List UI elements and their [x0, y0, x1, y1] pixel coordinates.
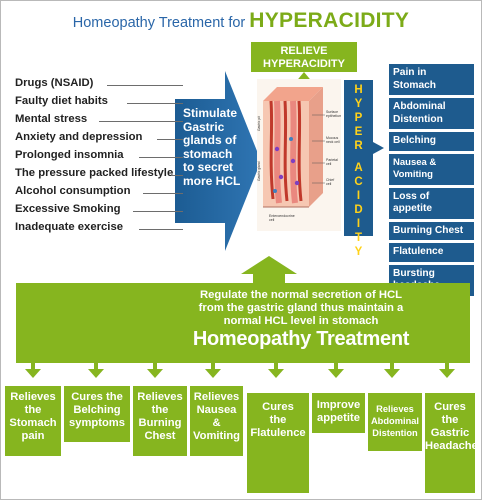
- label-surface: Surface: [326, 110, 338, 114]
- relieve-hyperacidity-box: RELIEVE HYPERACIDITY: [251, 42, 357, 72]
- stimulate-text: Stimulate Gastric glands of stomach to s…: [183, 106, 241, 188]
- title-highlight: HYPERACIDITY: [249, 9, 410, 32]
- label-epithelium: epithelium: [326, 114, 341, 118]
- treatment-up-arrow-icon: [241, 256, 297, 286]
- down-arrow-icon: [439, 369, 455, 378]
- symptom-item: Flatulence: [389, 243, 474, 262]
- gastric-gland-illustration: Surface epithelium Mucous neck cell Pari…: [257, 79, 341, 231]
- cause-item: Inadequate exercise: [15, 221, 183, 239]
- page-title: Homeopathy Treatment for HYPERACIDITY: [1, 9, 481, 33]
- down-arrow-icon: [384, 369, 400, 378]
- label-mucous: Mucous: [326, 136, 339, 140]
- label-gastric-gland: Gastric gland: [257, 161, 261, 181]
- cause-item: Excessive Smoking: [15, 203, 183, 221]
- label-enteroendocrine: Enteroendocrine: [269, 214, 295, 218]
- symptom-item: Belching: [389, 132, 474, 151]
- cause-item: Alcohol consumption: [15, 185, 183, 203]
- relieve-line-1: RELIEVE: [280, 45, 328, 57]
- down-arrow-icon: [268, 369, 284, 378]
- down-arrow-icon: [147, 369, 163, 378]
- cause-item: The pressure packed lifestyle: [15, 167, 183, 185]
- cause-item: Prolonged insomnia: [15, 149, 183, 167]
- symptom-item: Nausea & Vomiting: [389, 153, 474, 185]
- down-arrow-icon: [25, 369, 41, 378]
- label-parietal: Parietal: [326, 158, 338, 162]
- hyper-acidity-bar: H Y P E R A C I D I T Y: [344, 80, 373, 258]
- causes-list: Drugs (NSAID) Faulty diet habits Mental …: [15, 77, 183, 239]
- cause-item: Mental stress: [15, 113, 183, 131]
- cause-item: Anxiety and depression: [15, 131, 183, 149]
- treatment-box: [16, 283, 470, 363]
- label-chief: Chief: [326, 178, 334, 182]
- cause-item: Faulty diet habits: [15, 95, 183, 113]
- symptom-item: Pain in Stomach: [389, 64, 474, 95]
- symptom-item: Abdominal Distention: [389, 98, 474, 129]
- label-chief-cell: cell: [326, 182, 331, 186]
- label-enteroendocrine-cell: cell: [269, 218, 274, 222]
- label-neck-cell: neck cell: [326, 140, 340, 144]
- symptom-item: Loss of appetite: [389, 187, 474, 219]
- down-arrow-icon: [205, 369, 221, 378]
- symptom-item: Burning Chest: [389, 221, 474, 240]
- regulate-text: Regulate the normal secretion of HCL fro…: [198, 289, 404, 327]
- homeopathy-treatment-heading: Homeopathy Treatment: [192, 328, 410, 350]
- title-prefix: Homeopathy Treatment for: [72, 15, 246, 31]
- hyper-arrow-icon: [373, 142, 384, 154]
- label-gastric-pit: Gastric pit: [257, 116, 261, 131]
- label-parietal-cell: cell: [326, 162, 331, 166]
- relieve-line-2: HYPERACIDITY: [263, 57, 345, 70]
- cause-item: Drugs (NSAID): [15, 77, 183, 95]
- down-arrow-icon: [88, 369, 104, 378]
- stimulate-arrow-icon: [175, 71, 261, 251]
- down-arrow-icon: [328, 369, 344, 378]
